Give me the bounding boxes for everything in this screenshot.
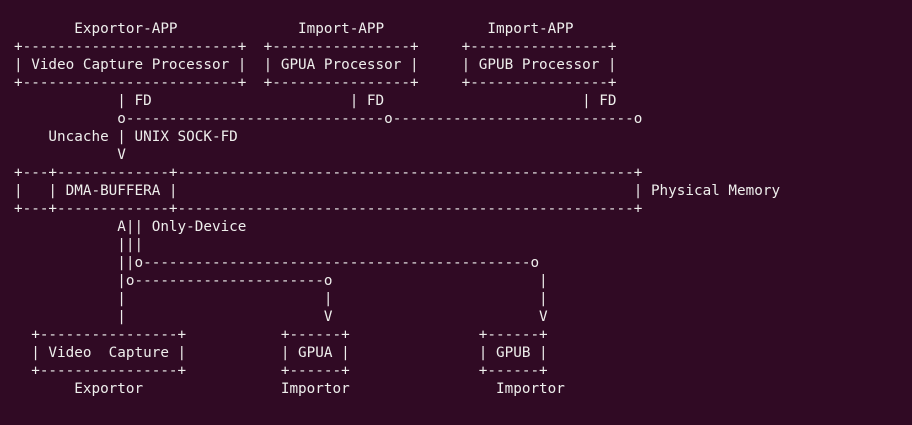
diagram-line-device-labels: | Video Capture | | GPUA | | GPUB | xyxy=(14,345,548,361)
diagram-line-processor-box-bottom: +-------------------------+ +-----------… xyxy=(14,75,617,91)
diagram-line-dma-buffer: | | DMA-BUFFERA | | Physical Memory xyxy=(14,183,781,199)
diagram-line-only-device: A|| Only-Device xyxy=(14,219,247,235)
diagram-line-fd-labels: | FD | FD | FD xyxy=(14,93,617,109)
diagram-line-gpub-connector: ||o-------------------------------------… xyxy=(14,255,540,271)
diagram-line-processor-box-top: +-------------------------+ +-----------… xyxy=(14,39,617,55)
diagram-line-unix-sock-fd: Uncache | UNIX SOCK-FD xyxy=(14,129,238,145)
diagram-line-device-box-bottom: +----------------+ +------+ +------+ xyxy=(14,363,548,379)
diagram-line-connectors-1: ||| xyxy=(14,237,144,253)
diagram-line-role-labels: Exportor Importor Importor xyxy=(14,381,565,397)
dma-buffer-sharing-diagram: Exportor-APP Import-APP Import-APP +-----… xyxy=(14,20,780,398)
diagram-line-memory-box-top: +---+-------------+---------------------… xyxy=(14,165,643,181)
diagram-line-app-titles: Exportor-APP Import-APP Import-APP xyxy=(14,21,574,37)
diagram-line-device-box-top: +----------------+ +------+ +------+ xyxy=(14,327,548,343)
diagram-line-fd-connector: o------------------------------o--------… xyxy=(14,111,643,127)
diagram-line-connectors-2: | | | xyxy=(14,291,548,307)
diagram-line-memory-box-bottom: +---+-------------+---------------------… xyxy=(14,201,643,217)
diagram-line-down-arrow: V xyxy=(14,147,126,163)
diagram-line-processor-labels: | Video Capture Processor | | GPUA Proce… xyxy=(14,57,617,73)
diagram-line-device-arrows: | V V xyxy=(14,309,548,325)
diagram-line-gpua-connector: |o----------------------o | xyxy=(14,273,548,289)
